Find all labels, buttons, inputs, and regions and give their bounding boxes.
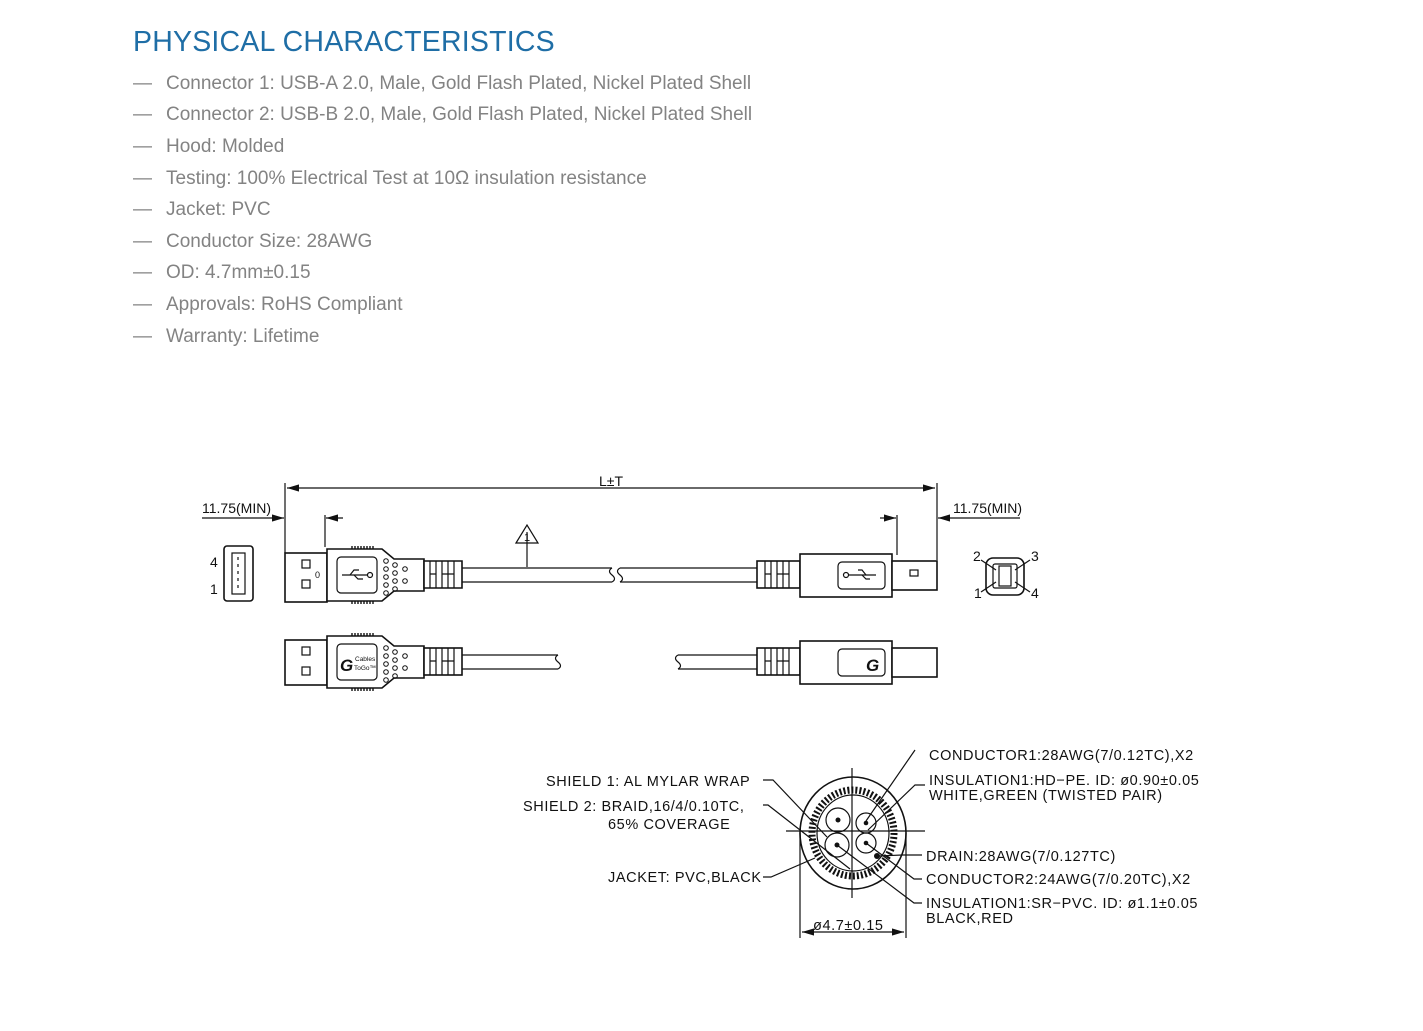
spec-text: Warranty: Lifetime (166, 325, 320, 347)
spec-text: Conductor Size: 28AWG (166, 230, 373, 252)
section-heading: PHYSICAL CHARACTERISTICS (133, 26, 555, 58)
insulation1-colors-label: WHITE,GREEN (TWISTED PAIR) (929, 788, 1163, 804)
length-label: L±T (599, 473, 623, 489)
bullet-dash: — (133, 230, 152, 252)
logo-text: Cables (355, 656, 376, 663)
pin-label: 1 (210, 581, 218, 597)
bullet-dash: — (133, 325, 152, 347)
spec-text: Approvals: RoHS Compliant (166, 293, 403, 315)
right-min-label: 11.75(MIN) (953, 500, 1022, 516)
insulation2-colors-label: BLACK,RED (926, 911, 1014, 927)
spec-item: — Testing: 100% Electrical Test at 10Ω in… (133, 163, 752, 195)
usb-b-pinout: 2 3 1 4 (973, 548, 1039, 601)
spec-list: — Connector 1: USB-A 2.0, Male, Gold Flas… (133, 68, 752, 352)
spec-item: — OD: 4.7mm±0.15 (133, 258, 752, 290)
usb-a-connector-bottom: G Cables ToGo™ (284, 633, 562, 691)
usb-b-connector-top (616, 553, 938, 598)
shield1-label: SHIELD 1: AL MYLAR WRAP (546, 774, 750, 790)
bullet-dash: — (133, 199, 152, 221)
spec-item: — Hood: Molded (133, 131, 752, 163)
left-min-label: 11.75(MIN) (202, 500, 271, 516)
spec-item: — Conductor Size: 28AWG (133, 226, 752, 258)
cable-cross-section: ø4.7±0.15 SHIELD 1: AL MYLAR WRAP SHIELD… (523, 748, 1199, 938)
pin-label: 1 (974, 585, 982, 601)
spec-item: — Warranty: Lifetime (133, 321, 752, 353)
usb-a-pinout: 4 1 (210, 545, 254, 602)
note-number: 1 (524, 532, 530, 544)
insulation2-label: INSULATION1:SR−PVC. ID: ø1.1±0.05 (926, 896, 1198, 912)
logo-text: ToGo™ (354, 665, 376, 672)
bullet-dash: — (133, 72, 152, 94)
bullet-dash: — (133, 262, 152, 284)
usb-a-connector-top: 0 (284, 546, 616, 604)
bullet-dash: — (133, 167, 152, 189)
left-min-dimension: 11.75(MIN) (202, 500, 343, 547)
spec-text: Testing: 100% Electrical Test at 10Ω ins… (166, 167, 647, 189)
spec-text: Connector 2: USB-B 2.0, Male, Gold Flash… (166, 104, 753, 126)
pin-label: 4 (1031, 585, 1039, 601)
length-dimension: L±T (284, 473, 938, 560)
usb-b-connector-bottom: G (674, 640, 938, 685)
svg-text:G: G (866, 656, 879, 675)
bullet-dash: — (133, 104, 152, 126)
pin-label: 2 (973, 548, 981, 564)
usb-symbol-icon (342, 569, 374, 580)
spec-item: — Connector 2: USB-B 2.0, Male, Gold Flas… (133, 100, 752, 132)
right-min-dimension: 11.75(MIN) (880, 500, 1022, 555)
spec-text: Hood: Molded (166, 135, 285, 157)
spec-text: Connector 1: USB-A 2.0, Male, Gold Flash… (166, 72, 752, 94)
diameter-label: ø4.7±0.15 (813, 918, 884, 934)
cables-to-go-logo-icon: G (340, 656, 353, 675)
drain-label: DRAIN:28AWG(7/0.127TC) (926, 849, 1116, 865)
pin-label: 3 (1031, 548, 1039, 564)
spec-item: — Jacket: PVC (133, 194, 752, 226)
bullet-dash: — (133, 293, 152, 315)
jacket-label: JACKET: PVC,BLACK (608, 870, 762, 886)
spec-item: — Approvals: RoHS Compliant (133, 289, 752, 321)
conductor2-label: CONDUCTOR2:24AWG(7/0.20TC),X2 (926, 872, 1191, 888)
shield2-label: SHIELD 2: BRAID,16/4/0.10TC, (523, 799, 745, 815)
bullet-dash: — (133, 135, 152, 157)
spec-text: Jacket: PVC (166, 199, 271, 221)
svg-text:0: 0 (315, 570, 320, 580)
conductor1-label: CONDUCTOR1:28AWG(7/0.12TC),X2 (929, 748, 1194, 764)
spec-text: OD: 4.7mm±0.15 (166, 262, 311, 284)
spec-item: — Connector 1: USB-A 2.0, Male, Gold Flas… (133, 68, 752, 100)
note-triangle-icon: 1 (514, 523, 540, 567)
pin-label: 4 (210, 554, 218, 570)
shield2-coverage-label: 65% COVERAGE (608, 817, 730, 833)
insulation1-label: INSULATION1:HD−PE. ID: ø0.90±0.05 (929, 773, 1199, 789)
usb-symbol-icon (842, 569, 876, 580)
